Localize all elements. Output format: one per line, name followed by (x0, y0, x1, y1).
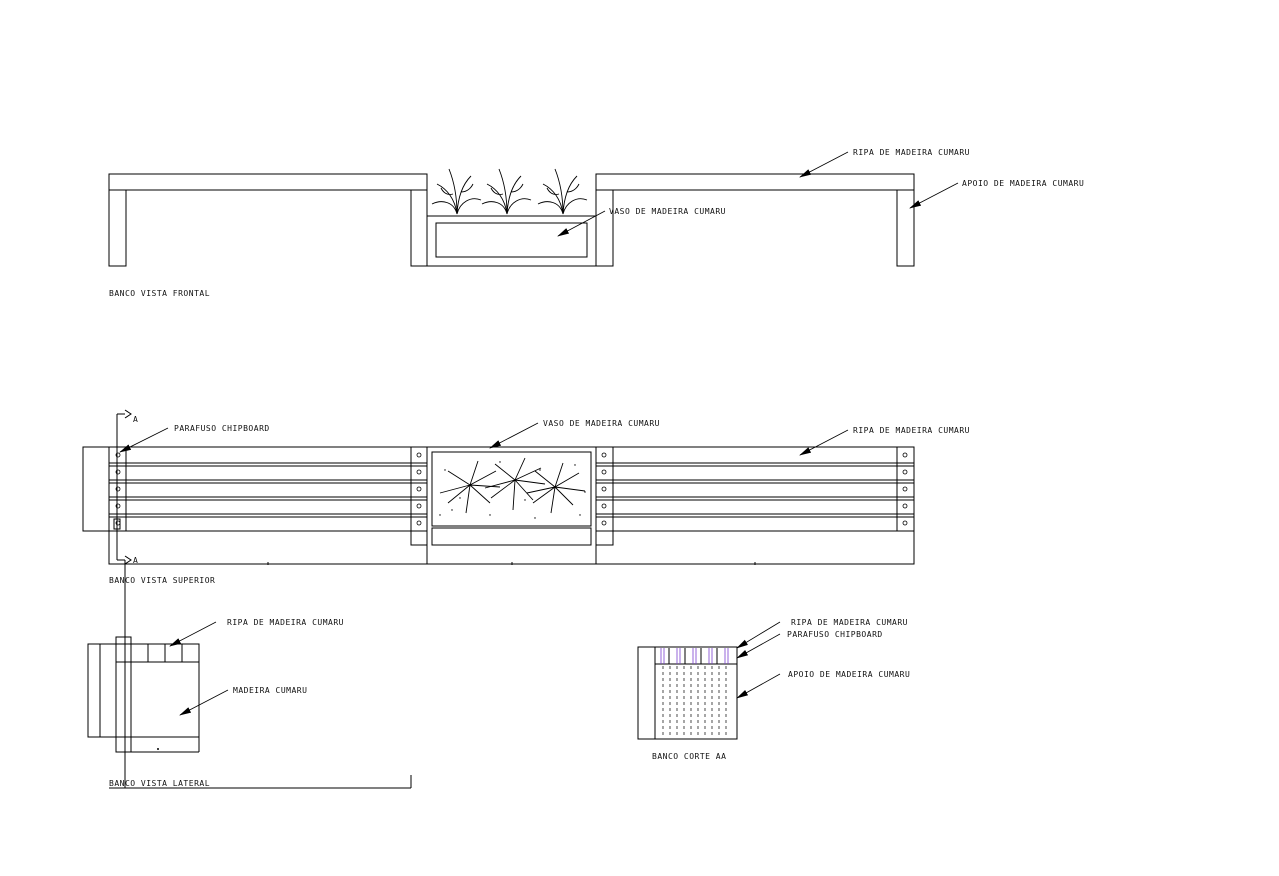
section-apoio-leader (736, 673, 781, 699)
section-parafuso-label: PARAFUSO CHIPBOARD (787, 630, 883, 639)
top-end-block (82, 446, 110, 532)
top-support-right (896, 446, 915, 532)
front-vaso-leader (557, 210, 606, 237)
front-center-leg-right (595, 189, 614, 267)
top-parafuso-label: PARAFUSO CHIPBOARD (174, 424, 270, 433)
side-madeira-label: MADEIRA CUMARU (233, 686, 307, 695)
front-apoio-leader (909, 182, 959, 209)
front-right-seat (595, 173, 915, 191)
section-ripa-leader (736, 621, 781, 649)
front-view-title: BANCO VISTA FRONTAL (109, 289, 210, 298)
top-outline (108, 446, 915, 565)
front-view: RIPA DE MADEIRA CUMARU APOIO DE MADEIRA … (108, 148, 1084, 298)
front-right-leg (896, 189, 915, 267)
top-support-center-right (595, 446, 614, 546)
front-plants-icon (431, 168, 588, 215)
top-view: A A PARAFUSO CHIPBOARD VASO DE MADEIRA C… (82, 409, 970, 585)
front-center-leg-left (410, 189, 428, 267)
top-support-center-left (410, 446, 428, 546)
top-palm-icon (439, 457, 586, 519)
section-view: RIPA DE MADEIRA CUMARU PARAFUSO CHIPBOAR… (637, 618, 910, 761)
front-ripa-leader (799, 151, 849, 178)
top-planter-inner (431, 451, 592, 527)
front-left-leg (108, 189, 127, 267)
top-view-title: BANCO VISTA SUPERIOR (109, 576, 215, 585)
section-apoio-label: APOIO DE MADEIRA CUMARU (788, 670, 910, 679)
top-ripa-leader (799, 429, 849, 456)
top-ripa-label: RIPA DE MADEIRA CUMARU (853, 426, 970, 435)
top-parafuso-leader (119, 427, 169, 453)
section-mark-top: A (133, 415, 138, 424)
top-slats-right (596, 462, 914, 532)
section-mark-bottom: A (133, 556, 138, 565)
section-grain (662, 666, 727, 738)
side-view: RIPA DE MADEIRA CUMARU MADEIRA CUMARU BA… (87, 560, 412, 789)
section-screws-icon (660, 648, 729, 664)
section-parafuso-leader (736, 633, 781, 659)
side-ripa-label: RIPA DE MADEIRA CUMARU (227, 618, 344, 627)
top-vaso-leader (489, 422, 539, 449)
top-slats-left (109, 462, 427, 532)
section-ripa-label: RIPA DE MADEIRA CUMARU (791, 618, 908, 627)
side-ripa-leader (169, 621, 217, 647)
front-vaso-label: VASO DE MADEIRA CUMARU (609, 207, 726, 216)
section-cut-line: A A (113, 409, 138, 565)
front-left-seat (108, 173, 428, 191)
top-planter-lip (431, 527, 592, 546)
front-ripa-label: RIPA DE MADEIRA CUMARU (853, 148, 970, 157)
front-planter-inner (435, 222, 588, 258)
side-view-title: BANCO VISTA LATERAL (109, 779, 210, 788)
section-view-title: BANCO CORTE AA (652, 752, 726, 761)
top-screws-icon (115, 452, 908, 526)
section-outline (637, 646, 738, 740)
front-apoio-label: APOIO DE MADEIRA CUMARU (962, 179, 1084, 188)
side-madeira-leader (179, 689, 229, 716)
top-vaso-label: VASO DE MADEIRA CUMARU (543, 419, 660, 428)
